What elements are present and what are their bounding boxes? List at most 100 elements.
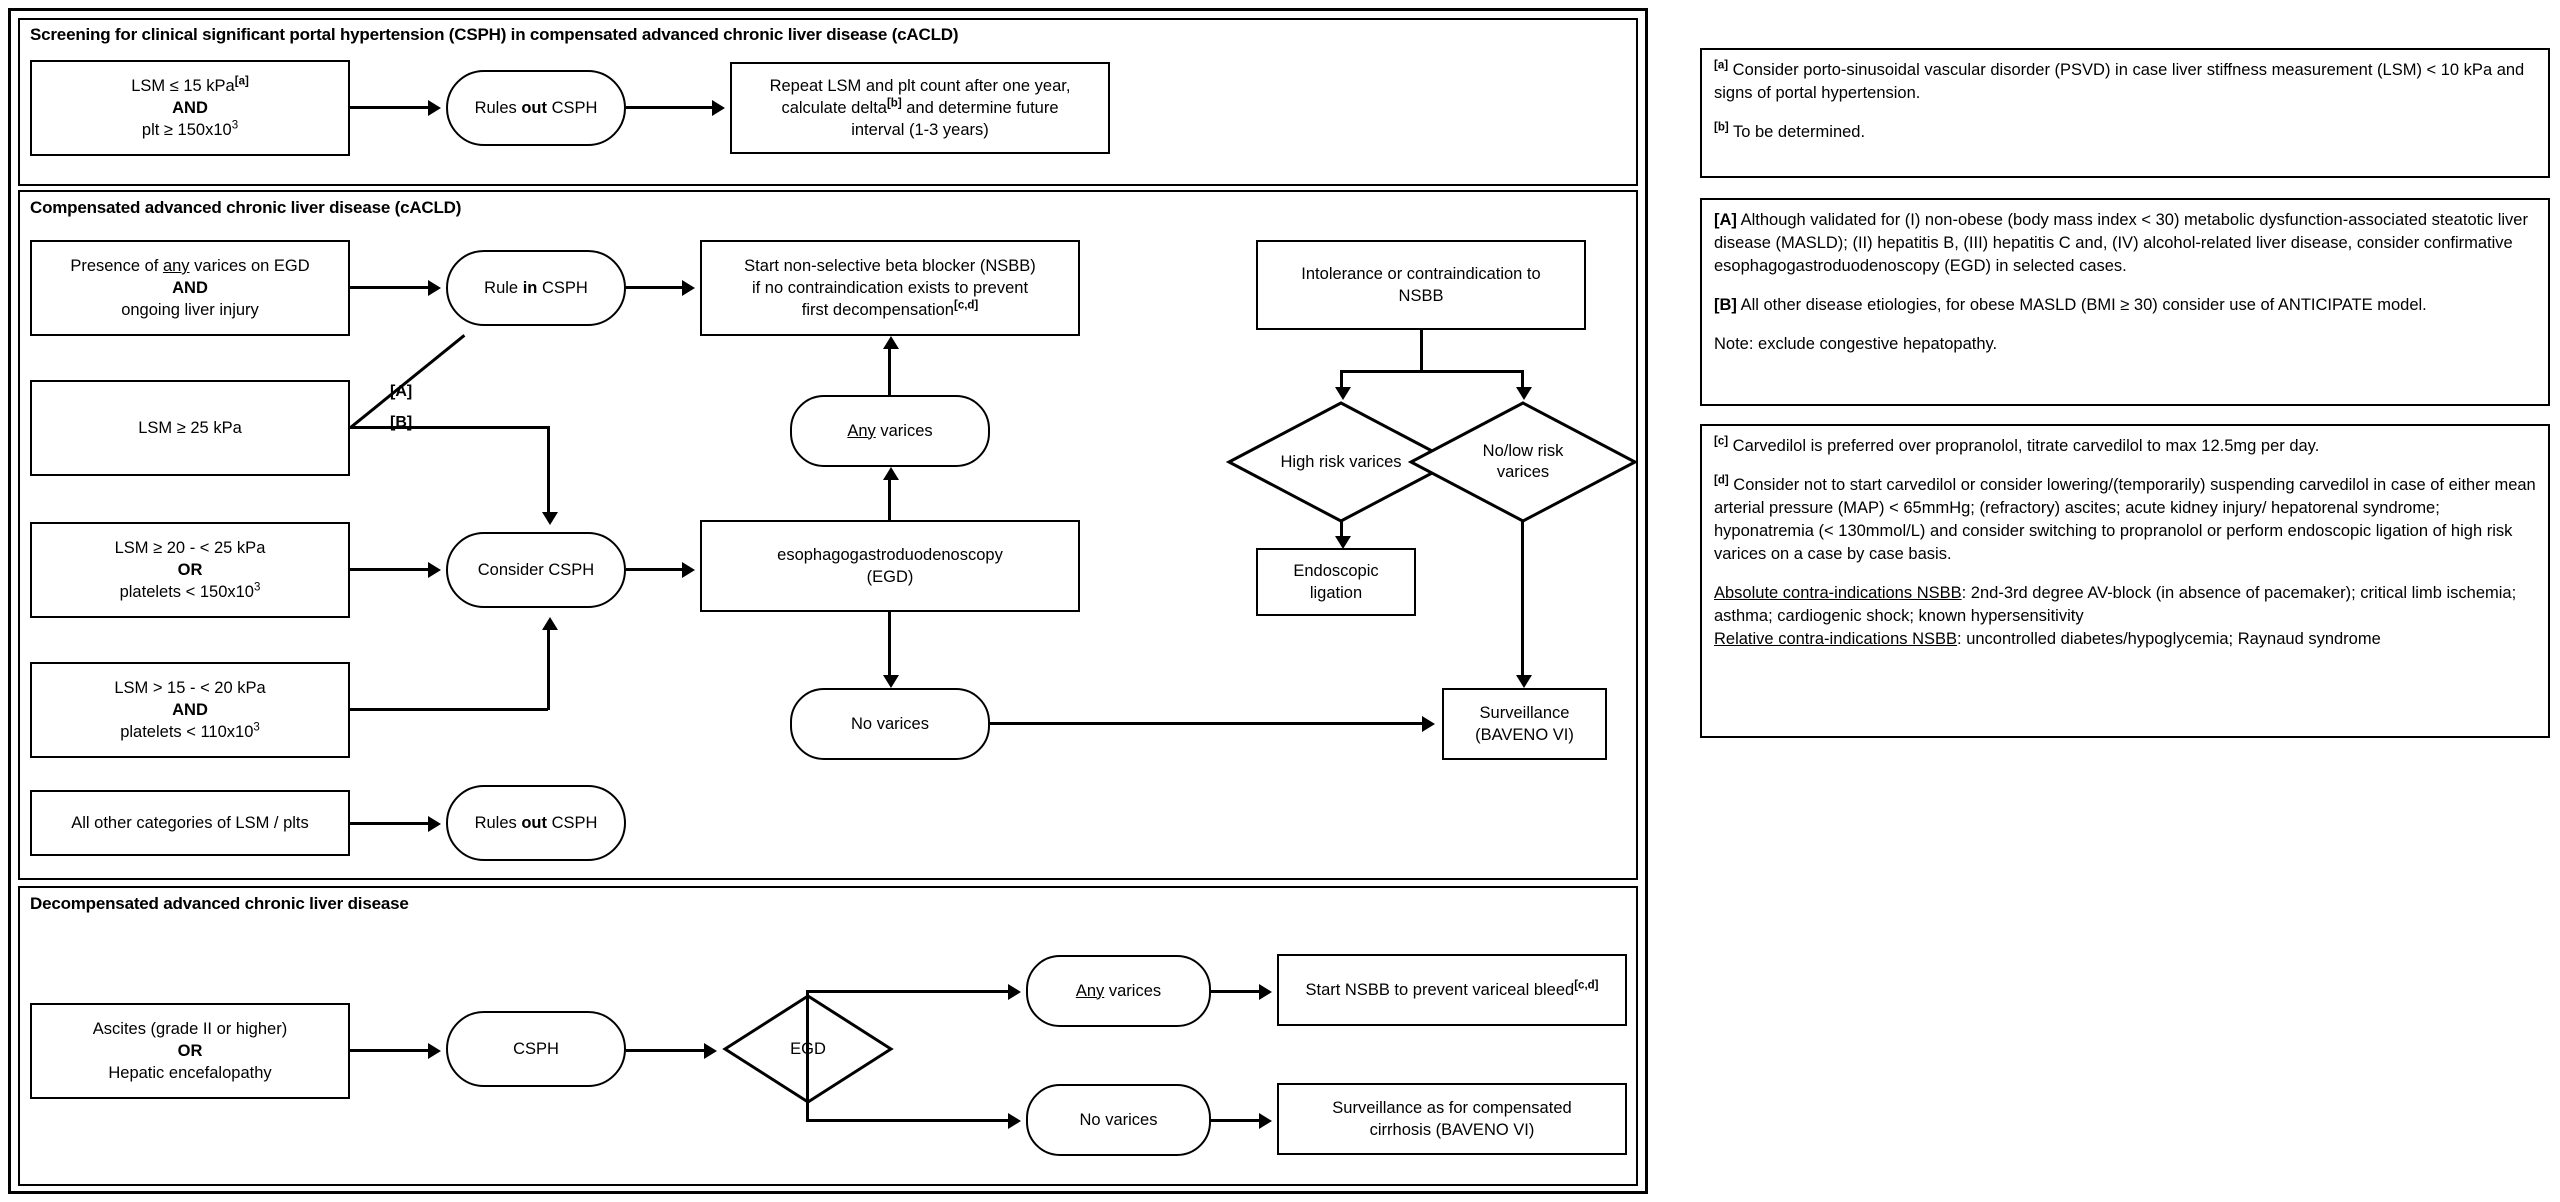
connector-consider-to-egd: [626, 568, 684, 571]
high-risk-label: High risk varices: [1280, 452, 1402, 471]
surveillance-line-2: (BAVENO VI): [1475, 726, 1574, 744]
connector-novarices-to-surv: [1211, 1119, 1261, 1122]
start-nsbb-label: Start NSBB to prevent variceal bleed[c,d…: [1305, 979, 1599, 999]
connector-lsm20-to-consider: [350, 568, 430, 571]
tag-a: [A]: [390, 383, 413, 400]
connector-rulesout-to-repeat: [626, 106, 714, 109]
lsm20-line-3: platelets < 150x103: [119, 581, 261, 601]
cacld-start-nsbb-box: Start non-selective beta blocker (NSBB) …: [700, 240, 1080, 336]
lsm15-line-3: platelets < 110x103: [120, 721, 260, 741]
all-other-label: All other categories of LSM / plts: [71, 814, 309, 832]
cacld-lsm20-box: LSM ≥ 20 - < 25 kPa OR platelets < 150x1…: [30, 522, 350, 618]
cacld-consider-csph: Consider CSPH: [446, 532, 626, 608]
note-c: [c] Carvedilol is preferred over propran…: [1714, 435, 2320, 455]
arrowhead-right: [1008, 983, 1021, 1000]
arrowhead-up: [541, 617, 558, 630]
arrowhead-right: [682, 279, 695, 296]
lsm20-line-2: OR: [177, 561, 203, 579]
connector-lsm15-v: [547, 630, 550, 710]
cacld-endoscopic-ligation-box: Endoscopic ligation: [1256, 548, 1416, 616]
criteria-line-2: AND: [172, 99, 208, 117]
lsm20-line-1: LSM ≥ 20 - < 25 kPa: [114, 539, 266, 557]
connector-decomp-egd-up-h: [806, 990, 1010, 993]
connector-highrisk-to-ligation: [1340, 520, 1343, 536]
cacld-all-other-box: All other categories of LSM / plts: [30, 790, 350, 856]
arrowhead-right: [428, 815, 441, 832]
cacld-no-varices: No varices: [790, 688, 990, 760]
surveillance-line-1: Surveillance: [1479, 704, 1570, 722]
connector-egd-to-novarices: [888, 610, 891, 675]
arrowhead-down: [882, 675, 899, 688]
connector-anyvarices-to-nsbb: [888, 349, 891, 397]
connector-trigger-to-csph: [350, 1049, 430, 1052]
cacld-surveillance-box: Surveillance (BAVENO VI): [1442, 688, 1607, 760]
note-exclude: Note: exclude congestive hepatopathy.: [1714, 335, 1998, 353]
arrowhead-down: [541, 512, 558, 525]
decomp-surveillance-box: Surveillance as for compensated cirrhosi…: [1277, 1083, 1627, 1155]
screening-repeat-box: Repeat LSM and plt count after one year,…: [730, 62, 1110, 154]
intolerance-line-2: NSBB: [1398, 287, 1444, 305]
arrowhead-right: [1259, 1112, 1272, 1129]
decomp-any-varices: Any varices: [1026, 955, 1211, 1027]
arrowhead-down: [1515, 387, 1532, 400]
arrowhead-right: [1259, 983, 1272, 1000]
section-screening-title: Screening for clinical significant porta…: [30, 25, 959, 44]
repeat-line-1: Repeat LSM and plt count after one year,: [769, 77, 1071, 95]
endo-line-1: Endoscopic: [1293, 562, 1379, 580]
connector-intolerance-down: [1420, 330, 1423, 372]
trigger-line-2: OR: [177, 1042, 203, 1060]
varices-egd-line-1: Presence of any varices on EGD: [70, 257, 310, 275]
connector-decomp-egd-down-h: [806, 1119, 1010, 1122]
any-varices-label: Any varices: [847, 421, 933, 440]
note-A: [A] Although validated for (I) non-obese…: [1714, 211, 2528, 275]
connector-novarices-to-surveillance: [990, 722, 1424, 725]
connector-decomp-egd-up: [806, 990, 809, 1050]
arrowhead-right: [1422, 715, 1435, 732]
nsbb-line-2: if no contraindication exists to prevent: [751, 279, 1029, 297]
cacld-rule-in-csph: Rule in CSPH: [446, 250, 626, 326]
decomp-no-varices-label: No varices: [1079, 1110, 1158, 1129]
note-b: [b] To be determined.: [1714, 121, 1866, 141]
note-absolute-contraindications: Absolute contra-indications NSBB: 2nd-3r…: [1714, 584, 2517, 625]
connector-allother-to-rulesout: [350, 822, 430, 825]
trigger-line-3: Hepatic encefalopathy: [108, 1064, 272, 1082]
arrowhead-down: [1334, 387, 1351, 400]
decomp-start-nsbb-box: Start NSBB to prevent variceal bleed[c,d…: [1277, 954, 1627, 1026]
connector-csph-to-egd: [626, 1049, 706, 1052]
egd-line-1: esophagogastroduodenoscopy: [777, 546, 1003, 564]
connector-criteria-to-rulesout: [350, 106, 430, 109]
no-low-risk-label: No/low risk varices: [1482, 442, 1564, 481]
note-B: [B] All other disease etiologies, for ob…: [1714, 296, 2427, 314]
criteria-line-1: LSM ≤ 15 kPa[a]: [131, 75, 249, 95]
note-d: [d] Consider not to start carvedilol or …: [1714, 474, 2536, 563]
spacer: [1714, 317, 2536, 333]
consider-csph-label: Consider CSPH: [477, 560, 595, 579]
arrowhead-up: [882, 467, 899, 480]
connector-egd-to-anyvarices: [888, 480, 891, 522]
nsbb-line-1: Start non-selective beta blocker (NSBB): [744, 257, 1036, 275]
notes-box-annotations-AB: [A] Although validated for (I) non-obese…: [1700, 198, 2550, 406]
notes-box-footnotes-cd: [c] Carvedilol is preferred over propran…: [1700, 424, 2550, 738]
connector-decomp-egd-down: [806, 1049, 809, 1122]
intolerance-line-1: Intolerance or contraindication to: [1301, 265, 1541, 283]
cacld-no-low-risk-varices-diamond: No/low risk varices: [1408, 400, 1638, 524]
connector-to-nolowrisk: [1521, 370, 1524, 388]
connector-to-highrisk: [1340, 370, 1343, 388]
cacld-any-varices: Any varices: [790, 395, 990, 467]
decomp-egd-label: EGD: [790, 1039, 826, 1058]
note-relative-contraindications: Relative contra-indications NSBB: uncont…: [1714, 630, 2381, 648]
screening-rules-out-csph: Rules out CSPH: [446, 70, 626, 146]
lsm25-label: LSM ≥ 25 kPa: [138, 419, 242, 437]
decomp-trigger-box: Ascites (grade II or higher) OR Hepatic …: [30, 1003, 350, 1099]
connector-lsm25-to-consider-h: [350, 426, 550, 429]
connector-varices-to-rulein: [350, 286, 430, 289]
rules-out-label: Rules out CSPH: [474, 98, 598, 117]
arrowhead-down: [1515, 675, 1532, 688]
connector-lsm15-h: [350, 708, 548, 711]
arrowhead-up: [882, 336, 899, 349]
decomp-no-varices: No varices: [1026, 1084, 1211, 1156]
cacld-high-risk-varices-diamond: High risk varices: [1226, 400, 1456, 524]
spacer: [1714, 105, 2536, 121]
cacld-lsm15-box: LSM > 15 - < 20 kPa AND platelets < 110x…: [30, 662, 350, 758]
endo-line-2: ligation: [1309, 584, 1363, 602]
